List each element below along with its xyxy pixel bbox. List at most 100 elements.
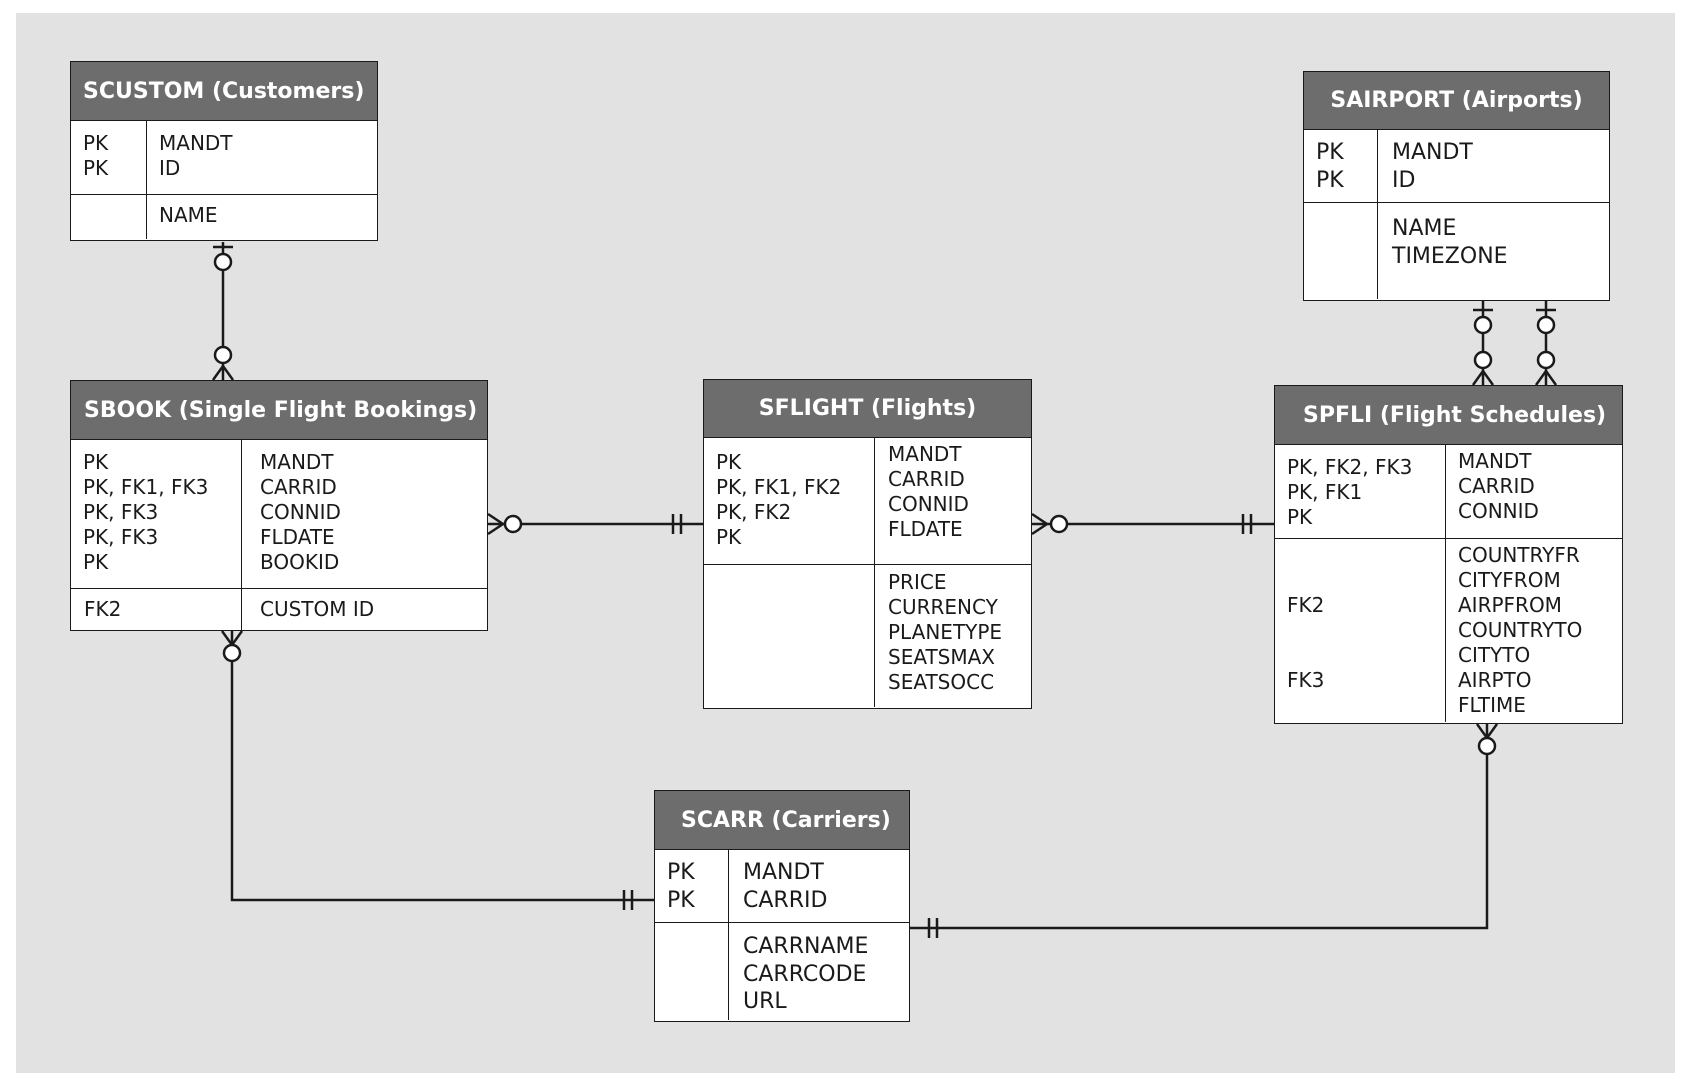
key-label: PK, FK3 [83,525,159,549]
key-label: PK [667,860,695,885]
one-and-only-one-marker [1241,514,1253,534]
key-column: PK PK [71,121,147,194]
entity-sbook[interactable]: SBOOK (Single Flight Bookings) PK PK, FK… [70,380,488,632]
key-label [1287,568,1445,593]
field-name: COUNTRYFR [1458,543,1580,567]
primary-key-section: PK PK, FK1, FK2 PK, FK2 PK MANDT CARRID … [704,438,1031,564]
entity-title: SAIRPORT (Airports) [1304,72,1609,130]
key-label: PK [83,131,109,155]
attribute-section: FK2 FK3 COUNTRYFR CITYFROM AIRPFROM COUN… [1275,538,1622,722]
zero-marker [1477,736,1497,756]
key-label: PK, FK1, FK3 [83,475,209,499]
zero-marker [503,514,523,534]
field-name: URL [743,989,787,1014]
relationship-line-spfli-scarr [910,724,1489,930]
field-column: CUSTOM ID [242,589,487,632]
field-name: ID [159,156,181,180]
key-column [704,565,875,707]
field-name: SEATSMAX [888,645,996,669]
key-label: PK [83,550,109,574]
field-name: BOOKID [260,550,340,574]
field-name: AIRPTO [1458,668,1532,692]
key-label: PK [1316,140,1344,165]
field-name: FLDATE [260,525,335,549]
key-label: PK, FK1, FK2 [716,475,842,499]
field-name: CARRID [260,475,337,499]
field-name: MANDT [260,450,334,474]
many-crowfoot-marker [211,363,235,381]
key-label: FK2 [1287,593,1325,617]
zero-marker [213,252,233,272]
field-name: SEATSOCC [888,670,995,694]
field-name: COUNTRYTO [1458,618,1583,642]
many-crowfoot-marker [1534,368,1558,386]
field-name: NAME [159,203,218,227]
entity-scarr[interactable]: SCARR (Carriers) PK PK MANDT CARRID CARR… [654,790,910,1022]
zero-marker [1049,514,1069,534]
entity-sflight[interactable]: SFLIGHT (Flights) PK PK, FK1, FK2 PK, FK… [703,379,1032,709]
key-column: PK PK, FK1, FK3 PK, FK3 PK, FK3 PK [71,440,242,588]
key-column: PK PK, FK1, FK2 PK, FK2 PK [704,438,875,564]
zero-marker [1473,350,1493,370]
zero-marker [213,345,233,365]
entity-scustom[interactable]: SCUSTOM (Customers) PK PK MANDT ID NAME [70,61,378,241]
entity-spfli[interactable]: SPFLI (Flight Schedules) PK, FK2, FK3 PK… [1274,385,1623,724]
key-label [1287,693,1445,718]
key-label: PK [83,156,109,180]
key-label: PK, FK2 [716,500,792,524]
key-label: FK2 [84,597,122,621]
key-label: FK3 [1287,668,1325,692]
zero-marker [222,643,242,663]
field-name: CUSTOM ID [260,597,375,621]
field-name: CARRID [1458,474,1535,498]
one-and-only-one-marker [622,890,634,910]
key-label: PK [716,525,742,549]
key-label: PK, FK2, FK3 [1287,455,1413,479]
zero-marker [1536,315,1556,335]
field-name: MANDT [1458,449,1532,473]
field-name: FLDATE [888,517,963,541]
entity-sairport[interactable]: SAIRPORT (Airports) PK PK MANDT ID NAME … [1303,71,1610,301]
key-column: PK PK [655,850,729,922]
field-column: MANDT CARRID CONNID [1446,445,1622,538]
primary-key-section: PK PK MANDT ID [1304,130,1609,202]
field-name: CONNID [888,492,969,516]
zero-marker [1536,350,1556,370]
many-crowfoot-marker [487,512,506,536]
attribute-section: NAME [71,194,377,239]
key-label: PK, FK3 [83,500,159,524]
field-name: FLTIME [1458,693,1526,717]
field-name: PLANETYPE [888,620,1003,644]
relationship-line-sbook-scarr [230,631,654,902]
attribute-section: PRICE CURRENCY PLANETYPE SEATSMAX SEATSO… [704,564,1031,707]
key-label: PK [1316,167,1344,193]
field-name: MANDT [888,442,962,466]
field-column: MANDT CARRID [729,850,909,922]
key-column [71,195,147,239]
field-name: PRICE [888,570,947,594]
field-column: MANDT ID [1378,130,1609,202]
one-and-only-one-marker [927,918,939,938]
key-label [1287,618,1445,643]
field-name: CITYFROM [1458,568,1561,592]
key-column: FK2 [71,589,242,632]
many-crowfoot-marker [1031,512,1050,536]
field-name: TIMEZONE [1392,243,1508,269]
key-label: PK [1287,505,1313,529]
primary-key-section: PK PK MANDT CARRID [655,850,909,922]
entity-title: SCUSTOM (Customers) [71,62,377,121]
zero-marker [1473,315,1493,335]
field-column: COUNTRYFR CITYFROM AIRPFROM COUNTRYTO CI… [1446,539,1622,722]
field-column: PRICE CURRENCY PLANETYPE SEATSMAX SEATSO… [875,565,1031,707]
key-column [1304,203,1378,299]
field-column: MANDT CARRID CONNID FLDATE BOOKID [242,440,487,588]
key-column [655,923,729,1020]
field-name: CONNID [1458,499,1539,523]
key-label [1287,643,1445,668]
field-name: CARRNAME [743,934,869,959]
field-name: MANDT [743,860,824,885]
key-column: PK PK [1304,130,1378,202]
entity-title: SFLIGHT (Flights) [704,380,1031,438]
field-name: CURRENCY [888,595,998,619]
